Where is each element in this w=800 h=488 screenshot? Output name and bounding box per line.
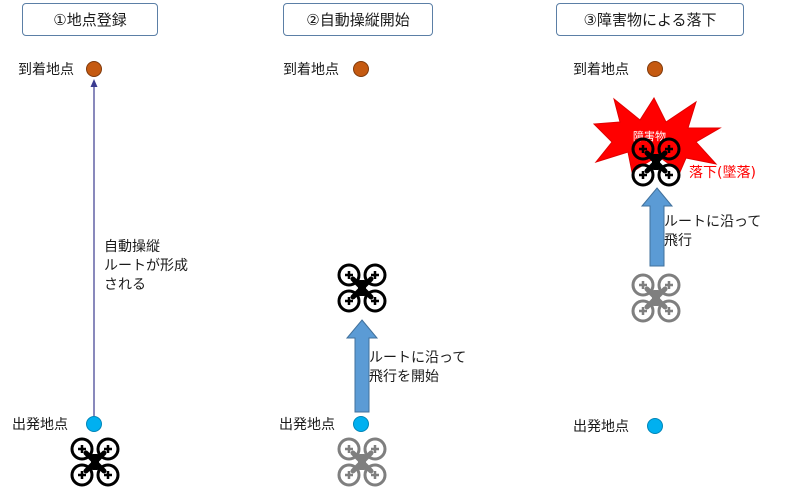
panel-1-note-line-1: 自動操縦	[104, 239, 160, 255]
panel-1-title: ①地点登録	[22, 3, 158, 36]
panel-2-ghost-drone-icon	[336, 436, 388, 488]
panel-1-note: 自動操縦 ルートが形成 される	[104, 238, 188, 295]
panel-2-title: ②自動操縦開始	[283, 3, 433, 36]
panel-2-note-line-1: ルートに沿って	[369, 350, 467, 366]
panel-3-note-line-1: ルートに沿って	[664, 214, 762, 230]
panel-3-fall-label: 落下(墜落)	[689, 165, 756, 181]
panel-2-end-point	[353, 61, 369, 77]
panel-1-route-line	[90, 79, 98, 416]
panel-2-end-label: 到着地点	[283, 62, 339, 78]
panel-2-note: ルートに沿って 飛行を開始	[369, 349, 466, 387]
panel-3-start-label: 出発地点	[573, 419, 629, 435]
panel-1-drone-icon	[69, 436, 121, 488]
panel-1-start-point	[86, 416, 102, 432]
panel-3-note-line-2: 飛行	[664, 233, 692, 249]
panel-3-start-point	[647, 418, 663, 434]
panel-3-ghost-drone-icon	[630, 272, 682, 324]
panel-1-note-line-3: される	[104, 277, 146, 293]
panel-3-title: ③障害物による落下	[556, 3, 744, 36]
panel-3-falling-drone-icon	[630, 136, 682, 188]
panel-3-end-point	[647, 61, 663, 77]
panel-1-start-label: 出発地点	[12, 417, 68, 433]
panel-2-drone-icon	[336, 262, 388, 314]
panel-1-note-line-2: ルートが形成	[104, 258, 188, 274]
panel-3-obstacle-burst	[592, 96, 722, 173]
panel-3-flight-arrow	[640, 187, 674, 267]
panel-2-note-line-2: 飛行を開始	[369, 369, 439, 385]
panel-2-start-point	[353, 416, 369, 432]
panel-3-note: ルートに沿って 飛行	[664, 213, 761, 251]
panel-3-end-label: 到着地点	[573, 62, 629, 78]
panel-2-flight-arrow	[345, 319, 379, 413]
panel-1-end-point	[86, 61, 102, 77]
panel-2-start-label: 出発地点	[279, 417, 335, 433]
panel-1-end-label: 到着地点	[18, 62, 74, 78]
